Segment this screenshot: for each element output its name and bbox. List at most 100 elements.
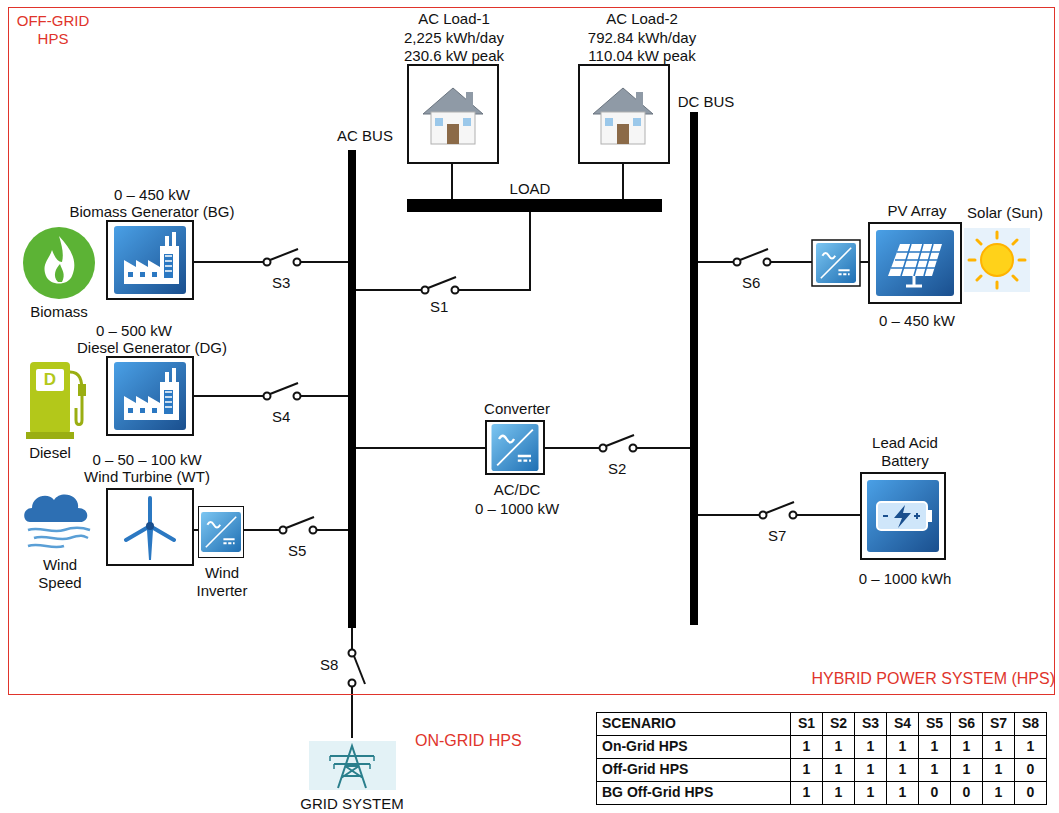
switch-label: S4 <box>270 408 292 426</box>
node-label: 0 – 450 kW <box>92 186 212 204</box>
wind-turbine-icon <box>126 498 174 560</box>
inverter-icon <box>816 243 856 283</box>
house-icon <box>593 88 653 144</box>
wind-cloud-icon <box>24 494 90 547</box>
inverter-box: Wind Inverter <box>198 506 244 558</box>
generator-icon <box>114 226 186 294</box>
wire-connector <box>623 164 624 199</box>
table-header-cell: S7 <box>982 712 1015 736</box>
load-box: AC Load-2792.84 kWh/day110.04 kW peak <box>578 64 670 164</box>
table-cell: 1 <box>790 781 823 805</box>
table-cell: 1 <box>822 781 855 805</box>
source-icon: Biomass <box>22 226 96 300</box>
table-cell: 0 <box>1014 758 1047 782</box>
table-header-cell: S3 <box>854 712 887 736</box>
converter-icon <box>492 424 539 471</box>
switch-label: S5 <box>286 542 308 560</box>
table-cell: 1 <box>982 781 1015 805</box>
switch-label: S3 <box>270 274 292 292</box>
pv-inverter-box <box>812 240 860 286</box>
node-label: Lead Acid Battery <box>859 434 951 470</box>
node-label: 230.6 kW peak <box>374 47 534 65</box>
table-cell: 1 <box>886 781 919 805</box>
table-cell: 1 <box>790 735 823 759</box>
table-header-cell: S1 <box>790 712 823 736</box>
generator-box: 0 – 500 kWDiesel Generator (DG) <box>106 356 194 436</box>
switch-connector <box>194 249 348 266</box>
node-label: AC Load-2 <box>562 10 722 28</box>
switch-label: S8 <box>318 656 340 674</box>
region-label: ON-GRID HPS <box>415 732 522 750</box>
node-label: Wind Turbine (WT) <box>67 468 227 486</box>
pump-letter: D <box>36 371 64 389</box>
node-label: Biomass <box>19 303 99 321</box>
wind-turbine-box: 0 – 50 – 100 kWWind Turbine (WT) <box>106 488 194 566</box>
table-cell: 1 <box>1014 735 1047 759</box>
table-header-cell: S4 <box>886 712 919 736</box>
node-label: Diesel <box>15 444 85 462</box>
table-cell: 0 <box>1014 781 1047 805</box>
load-bus-bar: LOAD <box>407 199 662 212</box>
switch-connector <box>244 517 348 534</box>
switch-connector <box>356 212 530 294</box>
table-cell: On-Grid HPS <box>596 735 791 759</box>
biomass-icon <box>23 227 95 299</box>
node-label: 2,225 kWh/day <box>374 29 534 47</box>
dc-bus-bar: DC BUS <box>690 112 698 625</box>
table-header-cell: S5 <box>918 712 951 736</box>
node-label: DC BUS <box>666 93 746 111</box>
table-cell: 1 <box>822 735 855 759</box>
node-label: AC BUS <box>320 127 410 145</box>
node-label: Wind Inverter <box>187 564 257 600</box>
table-cell: 1 <box>886 735 919 759</box>
wire-connector <box>452 164 453 199</box>
table-header-cell: S8 <box>1014 712 1047 736</box>
node-label: 110.04 kW peak <box>562 47 722 65</box>
table-cell: 1 <box>822 758 855 782</box>
ac-bus-bar: AC BUS <box>348 150 356 628</box>
node-label: Diesel Generator (DG) <box>52 339 252 357</box>
switch-connector <box>545 435 690 452</box>
grid-tower-icon <box>309 741 396 790</box>
source-icon: Wind Speed <box>24 492 96 550</box>
switch-label: S2 <box>606 460 628 478</box>
table-cell: 1 <box>886 758 919 782</box>
switch-label: S6 <box>740 274 762 292</box>
node-label: Biomass Generator (BG) <box>52 203 252 221</box>
table-cell: Off-Grid HPS <box>596 758 791 782</box>
table-cell: 1 <box>918 758 951 782</box>
converter-box: ConverterAC/DC0 – 1000 kW <box>485 420 545 475</box>
battery-box: Lead Acid Battery0 – 1000 kWh <box>860 472 946 560</box>
node-label: 0 – 1000 kWh <box>845 570 965 588</box>
pv-box: PV Array0 – 450 kW <box>868 222 962 304</box>
node-label: Wind Speed <box>29 556 91 592</box>
node-label: AC/DC <box>477 481 557 499</box>
battery-icon <box>867 480 939 552</box>
source-icon: Diesel <box>26 358 90 440</box>
source-icon: Solar (Sun) <box>964 228 1030 292</box>
generator-icon <box>114 362 186 430</box>
table-cell: BG Off-Grid HPS <box>596 781 791 805</box>
table-cell: 1 <box>854 781 887 805</box>
node-label: OFF-GRID HPS <box>8 12 98 48</box>
generator-box: 0 – 450 kWBiomass Generator (BG) <box>106 220 194 300</box>
node-label: AC Load-1 <box>374 10 534 28</box>
node-label: PV Array <box>867 202 967 220</box>
node-label: GRID SYSTEM <box>292 795 412 813</box>
node-label: 0 – 500 kW <box>79 322 189 340</box>
table-cell: 1 <box>982 735 1015 759</box>
table-cell: 1 <box>950 735 983 759</box>
region-outline: OFF-GRID HPSHYBRID POWER SYSTEM (HPS)AC … <box>8 7 1055 695</box>
switch-label: S1 <box>428 298 450 316</box>
house-icon <box>423 88 483 144</box>
table-header-cell: S6 <box>950 712 983 736</box>
load-box: AC Load-12,225 kWh/day230.6 kW peak <box>407 64 499 164</box>
table-header-cell: S2 <box>822 712 855 736</box>
table-cell: 1 <box>854 758 887 782</box>
table-cell: 1 <box>950 758 983 782</box>
table-header-cell: SCENARIO <box>596 712 791 736</box>
table-cell: 0 <box>950 781 983 805</box>
table-cell: 1 <box>854 735 887 759</box>
switch-connector <box>698 502 860 519</box>
